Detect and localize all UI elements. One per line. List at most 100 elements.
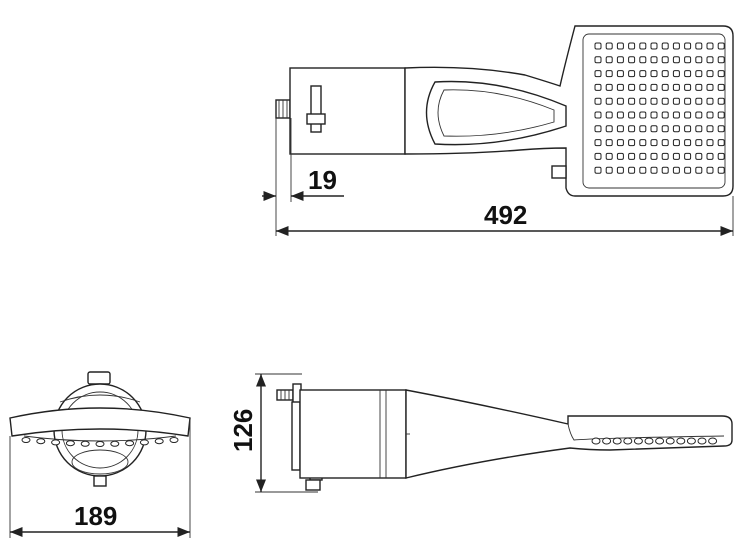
nozzle-hole bbox=[628, 42, 636, 50]
nozzle-hole bbox=[594, 42, 602, 50]
nozzle-hole bbox=[672, 152, 680, 160]
nozzle-hole bbox=[684, 111, 692, 119]
nozzle-hole bbox=[605, 139, 613, 147]
front-view bbox=[9, 371, 191, 487]
nozzle-hole bbox=[706, 152, 714, 160]
nozzle-hole bbox=[639, 83, 647, 91]
nozzle-hole bbox=[594, 97, 602, 105]
nozzle-hole bbox=[661, 111, 669, 119]
nozzle-hole bbox=[717, 83, 725, 91]
nozzle-hole bbox=[661, 56, 669, 64]
nozzle-hole bbox=[706, 70, 714, 78]
nozzle-hole bbox=[639, 152, 647, 160]
nozzle-hole bbox=[706, 97, 714, 105]
front-nozzle bbox=[139, 439, 149, 446]
dim-label-19: 19 bbox=[308, 165, 337, 195]
nozzle-hole bbox=[650, 111, 658, 119]
nozzle-hole bbox=[695, 97, 703, 105]
nozzle-hole bbox=[639, 125, 647, 133]
nozzle-hole bbox=[661, 70, 669, 78]
nozzle-hole bbox=[616, 152, 624, 160]
top-slider-switch bbox=[310, 85, 322, 133]
nozzle-hole bbox=[616, 97, 624, 105]
nozzle-hole bbox=[650, 70, 658, 78]
nozzle-hole bbox=[605, 111, 613, 119]
nozzle-hole bbox=[717, 139, 725, 147]
nozzle-hole bbox=[672, 56, 680, 64]
nozzle-hole bbox=[628, 166, 636, 174]
front-nozzle bbox=[80, 440, 90, 447]
nozzle-hole bbox=[605, 56, 613, 64]
nozzle-hole bbox=[650, 139, 658, 147]
nozzle-hole bbox=[616, 111, 624, 119]
nozzle-hole bbox=[717, 111, 725, 119]
nozzle-hole bbox=[672, 83, 680, 91]
front-nozzle bbox=[95, 441, 105, 447]
nozzle-hole bbox=[717, 56, 725, 64]
nozzle-hole bbox=[616, 139, 624, 147]
nozzle-hole bbox=[695, 139, 703, 147]
nozzle-hole bbox=[650, 166, 658, 174]
front-nozzle bbox=[65, 440, 75, 447]
nozzle-hole bbox=[672, 166, 680, 174]
nozzle-hole bbox=[594, 111, 602, 119]
nozzle-hole bbox=[594, 56, 602, 64]
nozzle-hole bbox=[639, 56, 647, 64]
nozzle-hole bbox=[684, 139, 692, 147]
dim-label-126: 126 bbox=[228, 409, 258, 452]
nozzle-hole bbox=[684, 152, 692, 160]
top-side-knob bbox=[551, 165, 567, 179]
nozzle-hole bbox=[605, 83, 613, 91]
top-view bbox=[275, 25, 734, 197]
nozzle-hole bbox=[672, 125, 680, 133]
side-dimensions: 126 bbox=[228, 373, 318, 493]
nozzle-hole bbox=[661, 125, 669, 133]
nozzle-hole bbox=[594, 139, 602, 147]
nozzle-hole bbox=[616, 83, 624, 91]
nozzle-hole bbox=[661, 139, 669, 147]
nozzle-hole bbox=[717, 166, 725, 174]
nozzle-hole bbox=[672, 111, 680, 119]
nozzle-hole bbox=[594, 83, 602, 91]
front-nozzle bbox=[36, 438, 46, 445]
nozzle-hole bbox=[628, 125, 636, 133]
nozzle-hole bbox=[639, 97, 647, 105]
nozzle-hole bbox=[717, 70, 725, 78]
nozzle-hole bbox=[672, 139, 680, 147]
nozzle-hole bbox=[628, 83, 636, 91]
nozzle-hole bbox=[605, 166, 613, 174]
nozzle-hole bbox=[661, 97, 669, 105]
nozzle-hole bbox=[628, 56, 636, 64]
nozzle-hole bbox=[684, 83, 692, 91]
nozzle-hole bbox=[650, 83, 658, 91]
nozzle-hole bbox=[706, 125, 714, 133]
side-nozzle bbox=[665, 437, 675, 445]
top-dimensions: 19 492 bbox=[262, 118, 734, 237]
nozzle-hole bbox=[650, 56, 658, 64]
nozzle-hole bbox=[684, 56, 692, 64]
nozzle-hole bbox=[672, 70, 680, 78]
nozzle-hole bbox=[605, 42, 613, 50]
side-nozzle bbox=[612, 437, 622, 445]
side-nozzle-row bbox=[591, 437, 718, 445]
side-handle bbox=[405, 389, 733, 479]
side-bracket bbox=[291, 401, 301, 471]
nozzle-hole bbox=[684, 70, 692, 78]
front-nozzle-row bbox=[21, 437, 179, 447]
nozzle-hole bbox=[695, 111, 703, 119]
nozzle-hole bbox=[717, 42, 725, 50]
front-nozzle bbox=[110, 440, 120, 447]
nozzle-hole bbox=[706, 56, 714, 64]
side-nozzle bbox=[697, 437, 707, 445]
nozzle-hole bbox=[594, 166, 602, 174]
nozzle-hole bbox=[594, 70, 602, 78]
nozzle-hole bbox=[706, 83, 714, 91]
front-dimensions: 189 bbox=[9, 420, 191, 538]
nozzle-hole bbox=[684, 125, 692, 133]
top-body-box bbox=[289, 67, 406, 155]
dim-label-492: 492 bbox=[484, 200, 527, 230]
nozzle-hole bbox=[661, 166, 669, 174]
nozzle-hole bbox=[616, 166, 624, 174]
front-nozzle bbox=[21, 437, 31, 443]
nozzle-hole bbox=[684, 97, 692, 105]
